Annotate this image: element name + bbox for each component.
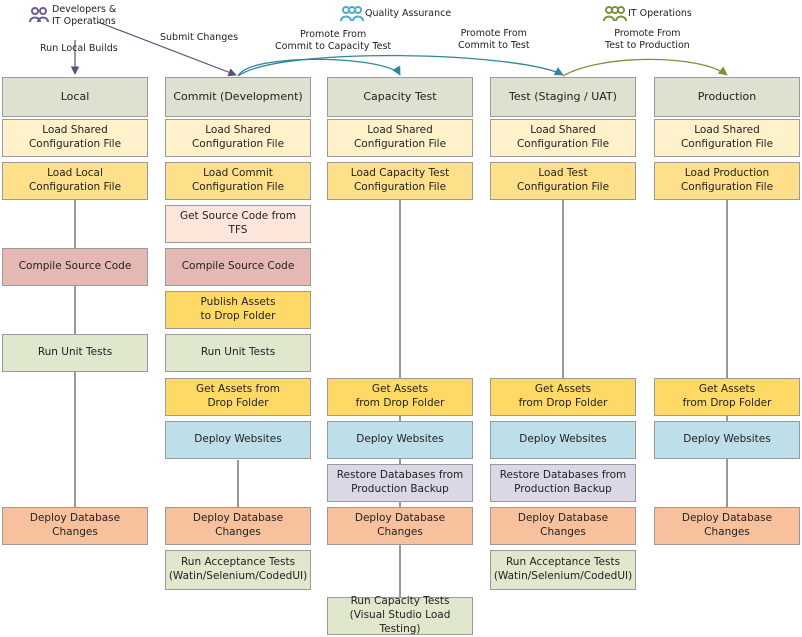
- capacity-step: Load Shared Configuration File: [327, 119, 473, 157]
- production-step: Deploy Database Changes: [654, 507, 800, 545]
- developers-label: Developers & IT Operations: [52, 4, 117, 27]
- commit-step: Run Unit Tests: [165, 334, 311, 372]
- promote-capacity-label: Promote From Commit to Capacity Test: [275, 29, 392, 52]
- local-step: Deploy Database Changes: [2, 507, 148, 545]
- commit-step: Compile Source Code: [165, 248, 311, 286]
- ops-label: IT Operations: [628, 8, 692, 19]
- local-step: Compile Source Code: [2, 248, 148, 286]
- commit-step: Get Source Code from TFS: [165, 205, 311, 243]
- test-step: Load Test Configuration File: [490, 162, 636, 200]
- submit-arrow: [97, 21, 237, 77]
- capacity-step: Run Capacity Tests (Visual Studio Load T…: [327, 595, 473, 635]
- capacity-step: Deploy Database Changes: [327, 507, 473, 545]
- people-icon: [603, 6, 627, 22]
- ops-actor: [603, 5, 627, 27]
- test-step: Get Assets from Drop Folder: [490, 378, 636, 416]
- commit-step: Load Shared Configuration File: [165, 119, 311, 157]
- commit-step: Load Commit Configuration File: [165, 162, 311, 200]
- commit-step: Run Acceptance Tests (Watin/Selenium/Cod…: [165, 550, 311, 590]
- capacity-header: Capacity Test: [327, 77, 473, 117]
- capacity-step: Load Capacity Test Configuration File: [327, 162, 473, 200]
- promote-prod-label: Promote From Test to Production: [605, 28, 690, 51]
- promote-test-label: Promote From Commit to Test: [458, 28, 530, 51]
- commit-step: Publish Assets to Drop Folder: [165, 291, 311, 329]
- local-step: Load Local Configuration File: [2, 162, 148, 200]
- capacity-step: Get Assets from Drop Folder: [327, 378, 473, 416]
- commit-step: Deploy Database Changes: [165, 507, 311, 545]
- run-local-builds-label: Run Local Builds: [40, 43, 118, 54]
- production-step: Load Production Configuration File: [654, 162, 800, 200]
- local-header: Local: [2, 77, 148, 117]
- commit-step: Get Assets from Drop Folder: [165, 378, 311, 416]
- people-icon: [29, 7, 49, 23]
- capacity-step: Deploy Websites: [327, 421, 473, 459]
- qa-actor: [340, 5, 364, 27]
- production-step: Deploy Websites: [654, 421, 800, 459]
- production-header: Production: [654, 77, 800, 117]
- capacity-step: Restore Databases from Production Backup: [327, 464, 473, 502]
- test-step: Deploy Database Changes: [490, 507, 636, 545]
- test-step: Restore Databases from Production Backup: [490, 464, 636, 502]
- local-step: Load Shared Configuration File: [2, 119, 148, 157]
- test-step: Load Shared Configuration File: [490, 119, 636, 157]
- submit-changes-label: Submit Changes: [160, 32, 239, 43]
- test-step: Run Acceptance Tests (Watin/Selenium/Cod…: [490, 550, 636, 590]
- test-header: Test (Staging / UAT): [490, 77, 636, 117]
- test-step: Deploy Websites: [490, 421, 636, 459]
- promote-prod-arrow: [562, 58, 728, 77]
- commit-step: Deploy Websites: [165, 421, 311, 459]
- commit-header: Commit (Development): [165, 77, 311, 117]
- production-step: Get Assets from Drop Folder: [654, 378, 800, 416]
- local-step: Run Unit Tests: [2, 334, 148, 372]
- promote-capacity-arrow: [237, 58, 401, 77]
- promote-test-arrow: [237, 54, 564, 77]
- qa-label: Quality Assurance: [365, 8, 452, 19]
- people-icon: [340, 6, 364, 22]
- developers-actor: [28, 6, 50, 28]
- production-step: Load Shared Configuration File: [654, 119, 800, 157]
